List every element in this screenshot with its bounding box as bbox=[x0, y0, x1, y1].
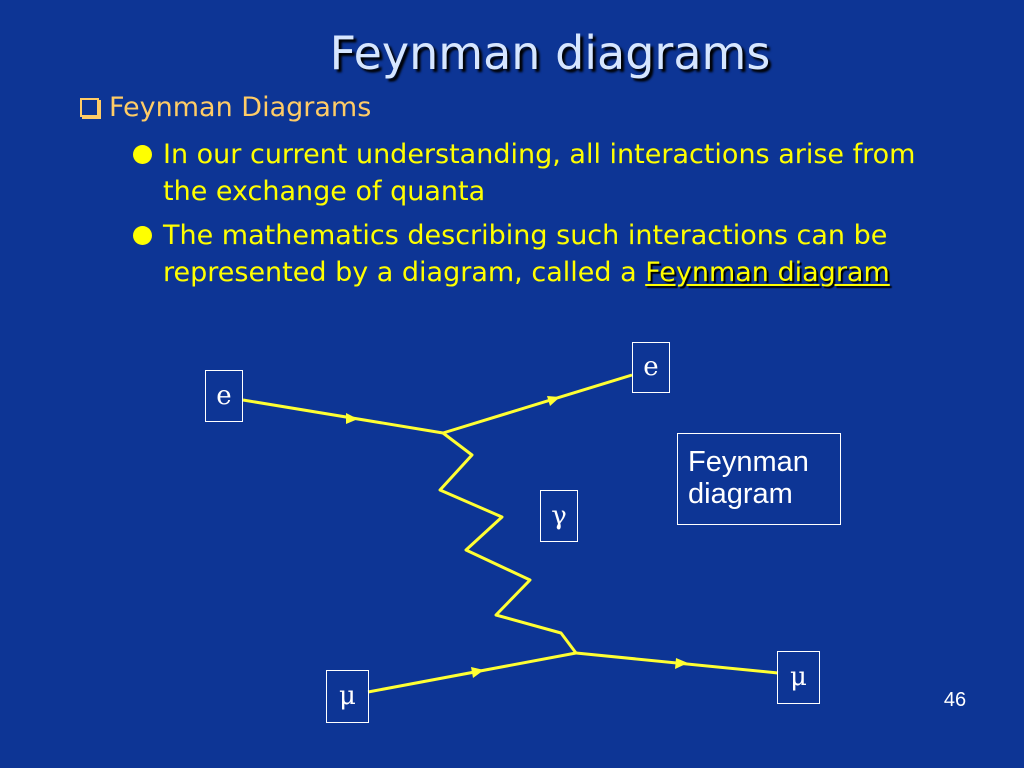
bullet-dot-icon bbox=[133, 226, 152, 245]
level1-text: Feynman Diagrams bbox=[109, 92, 372, 123]
electron-out-arrow-icon bbox=[547, 396, 560, 406]
bullet-dot-icon bbox=[133, 145, 152, 164]
label-photon: γ bbox=[540, 490, 578, 542]
checkbox-bullet-icon bbox=[80, 98, 99, 117]
label-muon-in: μ bbox=[326, 670, 369, 723]
label-muon-out: μ bbox=[777, 651, 820, 704]
bullet-text-2-plain: The mathematics describing such interact… bbox=[163, 220, 888, 288]
photon-wavy-line bbox=[438, 431, 578, 654]
label-electron-in: e bbox=[205, 370, 243, 422]
bullet-text-2: The mathematics describing such interact… bbox=[163, 217, 923, 291]
caption-line-1: Feynman bbox=[688, 446, 809, 478]
electron-in-line bbox=[242, 398, 444, 435]
label-electron-out: e bbox=[632, 342, 670, 393]
electron-out-line bbox=[442, 373, 633, 435]
slide-title: Feynman diagrams bbox=[329, 26, 771, 80]
level1-item: Feynman Diagrams bbox=[80, 92, 371, 123]
bullet-text-1: In our current understanding, all intera… bbox=[163, 139, 916, 207]
caption-line-2: diagram bbox=[688, 478, 793, 510]
muon-out-arrow-icon bbox=[675, 658, 688, 669]
electron-in-arrow-icon bbox=[346, 413, 358, 424]
feynman-diagram-caption: Feynman diagram bbox=[677, 433, 841, 525]
muon-in-arrow-icon bbox=[471, 667, 484, 678]
page-number: 46 bbox=[943, 689, 967, 711]
feynman-diagram-emphasis: Feynman diagram bbox=[645, 257, 890, 288]
